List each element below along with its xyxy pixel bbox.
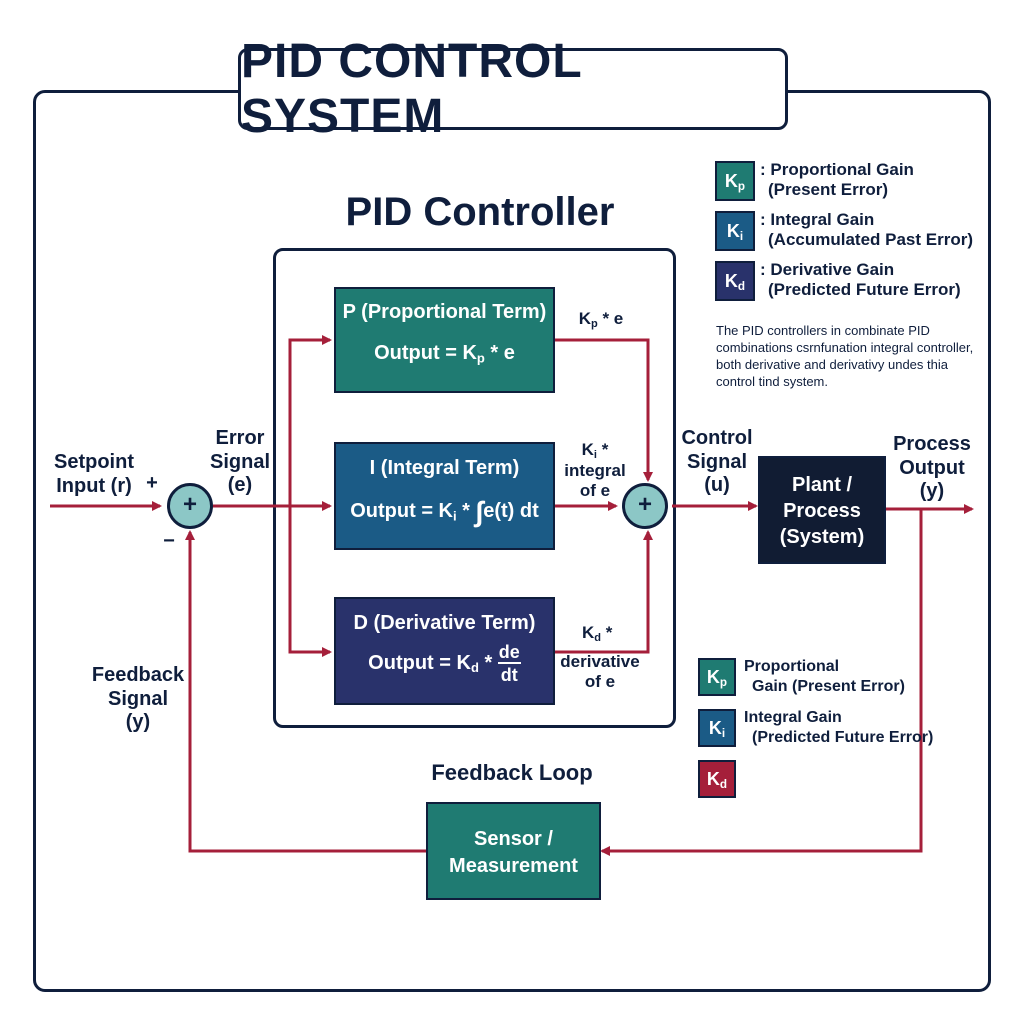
control-signal-label: Control Signal (u)	[681, 427, 753, 497]
title-box: PID CONTROL SYSTEM	[238, 35, 788, 143]
setpoint-input-label: Setpoint Input (r)	[54, 451, 134, 497]
plant-process-block: Plant / Process (System)	[758, 456, 886, 564]
feedback-signal-label: Feedback Signal (y)	[91, 664, 185, 734]
d-out-wire	[555, 530, 653, 654]
error-summing-junction: +	[167, 483, 213, 529]
kp-term-label: Kp * e	[578, 309, 624, 330]
integral-symbol: ∫	[475, 496, 484, 527]
legend-text-ki: : Integral Gain(Accumulated Past Error)	[760, 210, 973, 249]
legend-badge-kp: Kp	[698, 658, 736, 696]
legend-badge-ki: Ki	[698, 709, 736, 747]
output-summing-junction: +	[622, 483, 668, 529]
d-branch-wire	[288, 506, 332, 657]
p-branch-wire	[288, 335, 332, 506]
proportional-title: P (Proportional Term)	[342, 301, 547, 323]
proportional-block: P (Proportional Term) Output = Kp * e	[334, 287, 555, 393]
legend-badge-kd: Kd	[715, 261, 755, 301]
pid-controller-heading: PID Controller	[345, 190, 615, 234]
error-signal-label: Error Signal (e)	[209, 427, 270, 497]
process-output-label: Process Output (y)	[893, 433, 971, 503]
feedback-to-sum-wire	[185, 530, 426, 853]
minus-sign: −	[163, 530, 175, 552]
page-title: PID CONTROL SYSTEM	[241, 35, 582, 143]
proportional-output: Output = Kp * e	[374, 342, 515, 366]
kd-term-label: Kd * derivative of e	[560, 623, 640, 691]
sum-plus-symbol: +	[637, 491, 652, 518]
p-out-wire	[555, 338, 653, 482]
feedback-loop-label: Feedback Loop	[431, 760, 593, 785]
sum-plus-symbol: +	[182, 491, 197, 518]
legend-badge-kp: Kp	[715, 161, 755, 201]
sensor-measurement-block: Sensor / Measurement	[426, 802, 601, 900]
integral-output: Output = Ki * ∫e(t) dt	[350, 496, 539, 527]
integral-block: I (Integral Term) Output = Ki * ∫e(t) dt	[334, 442, 555, 550]
feedback-return-wire	[600, 509, 923, 856]
description-note: The PID controllers in combinate PID com…	[716, 323, 974, 389]
legend-text-kp: : Proportional Gain(Present Error)	[760, 160, 914, 199]
integral-title: I (Integral Term)	[369, 457, 520, 479]
ki-term-label: Ki * integral of e	[564, 440, 626, 500]
derivative-title: D (Derivative Term)	[353, 612, 536, 634]
legend-badge-kd: Kd	[698, 760, 736, 798]
pid-controller-box	[273, 248, 676, 728]
legend-badge-ki: Ki	[715, 211, 755, 251]
plus-sign: +	[146, 472, 158, 494]
legend-text-kd: : Derivative Gain(Predicted Future Error…	[760, 260, 961, 299]
legend-text-ki: Integral Gain(Predicted Future Error)	[744, 709, 934, 746]
